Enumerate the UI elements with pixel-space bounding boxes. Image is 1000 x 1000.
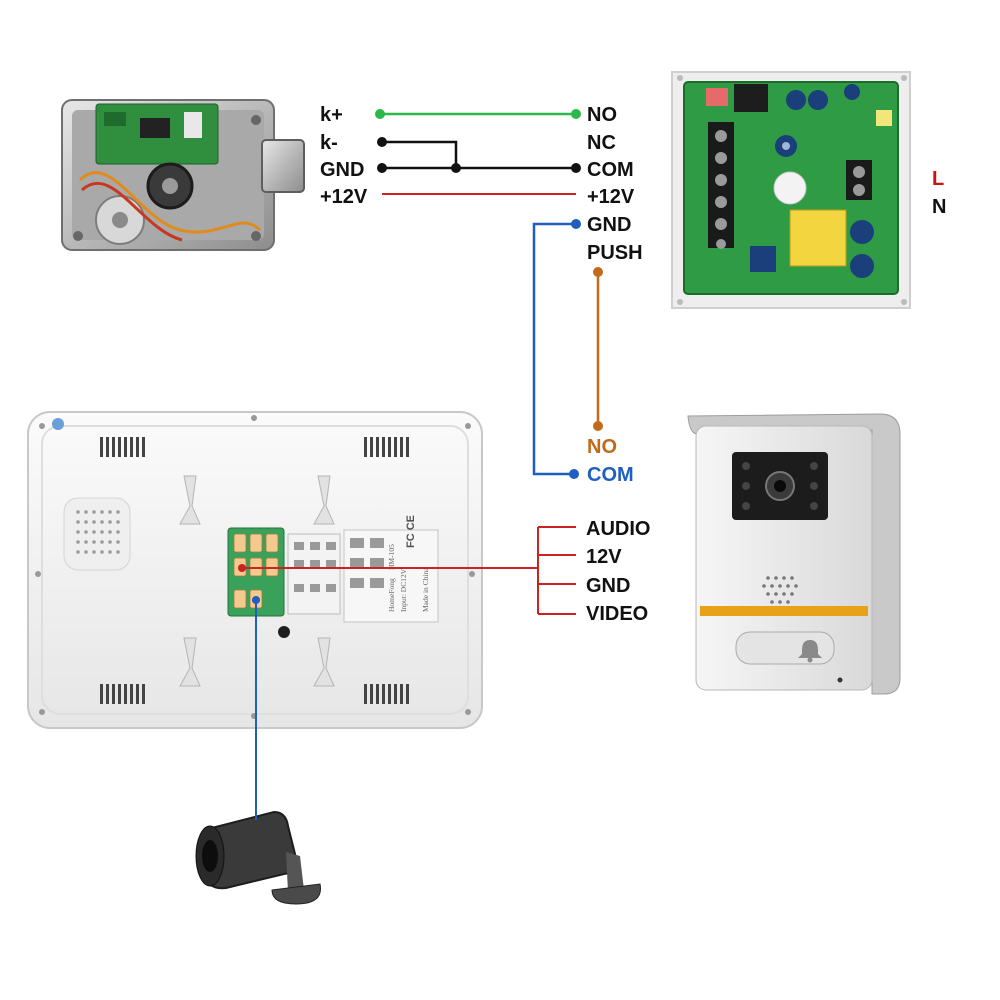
power-supply-board-icon <box>671 71 911 309</box>
exit-button-terminal-com: COM <box>587 464 634 486</box>
psu-terminal-no: NO <box>587 104 617 126</box>
lock-terminal-kplus: k+ <box>320 104 343 126</box>
psu-terminal-com: COM <box>587 159 634 181</box>
exit-button-terminal-no: NO <box>587 436 617 458</box>
psu-terminal-nc: NC <box>587 132 616 154</box>
wire-push-no <box>593 267 603 431</box>
psu-terminal-push: PUSH <box>587 242 643 264</box>
mains-neutral-label: N <box>932 196 946 218</box>
lock-terminal-gnd: GND <box>320 159 364 181</box>
lock-terminal-kminus: k- <box>320 132 338 154</box>
wire-kplus-no <box>375 109 581 119</box>
bell-icon <box>798 640 822 663</box>
mains-live-label: L <box>932 168 944 190</box>
monitor-spec-brand: HomeFong <box>387 578 396 612</box>
door-terminal-gnd: GND <box>586 575 630 597</box>
monitor-spec-origin: Made in China <box>421 567 430 612</box>
indoor-monitor-icon: HomeFong HM-105 Input: DC12V Made in Chi… <box>27 411 483 729</box>
door-terminal-video: VIDEO <box>586 603 648 625</box>
wire-camera <box>252 596 260 820</box>
monitor-spec-input: Input: DC12V <box>399 568 408 612</box>
monitor-spec-model: HM-105 <box>387 544 396 570</box>
psu-terminal-gnd: GND <box>587 214 631 236</box>
wire-door-bus <box>238 526 576 615</box>
door-terminal-12v: 12V <box>586 546 622 568</box>
cctv-camera-icon <box>195 810 321 905</box>
psu-terminal-12v: +12V <box>587 186 635 208</box>
wire-gnd-com <box>532 219 581 479</box>
door-terminal-audio: AUDIO <box>586 518 650 540</box>
lock-terminal-12v: +12V <box>320 186 368 208</box>
wire-kminus-gnd-com <box>377 137 581 173</box>
svg-text:FC CE: FC CE <box>405 515 417 548</box>
electric-lock-icon <box>61 99 305 251</box>
door-camera-icon <box>687 413 901 695</box>
